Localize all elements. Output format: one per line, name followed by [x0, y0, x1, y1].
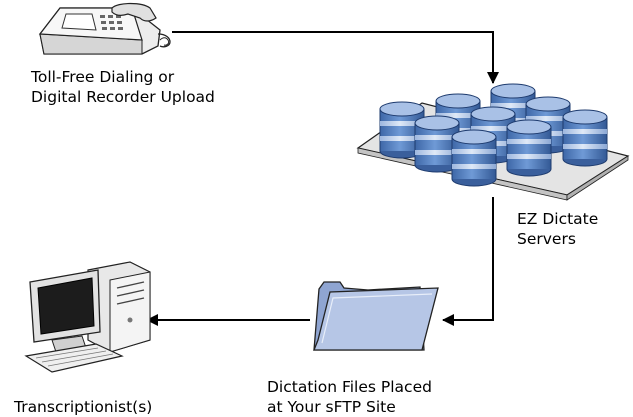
- phone-label-line-1: Toll-Free Dialing or: [31, 68, 175, 86]
- phone-label-line-2: Digital Recorder Upload: [31, 88, 215, 106]
- phone-label: Toll-Free Dialing or Digital Recorder Up…: [31, 67, 215, 107]
- folder-label: Dictation Files Placed at Your sFTP Site: [267, 377, 432, 417]
- connectors: [146, 31, 499, 326]
- folder-label-line-1: Dictation Files Placed: [267, 378, 432, 396]
- servers-label-line-2: Servers: [517, 230, 576, 248]
- telephone-recorder-icon: [38, 2, 171, 55]
- workstation-label: Transcriptionist(s): [14, 397, 152, 417]
- folder-icon: [313, 281, 439, 351]
- database-servers-icon: [356, 83, 630, 201]
- edge-phone-to-servers: [172, 31, 499, 84]
- desktop-computer-icon: [24, 261, 151, 373]
- edge-servers-to-folder: [442, 197, 494, 326]
- servers-label-line-1: EZ Dictate: [517, 210, 599, 228]
- folder-label-line-2: at Your sFTP Site: [267, 398, 396, 416]
- servers-label: EZ Dictate Servers: [517, 209, 598, 249]
- workstation-label-line-1: Transcriptionist(s): [14, 398, 153, 416]
